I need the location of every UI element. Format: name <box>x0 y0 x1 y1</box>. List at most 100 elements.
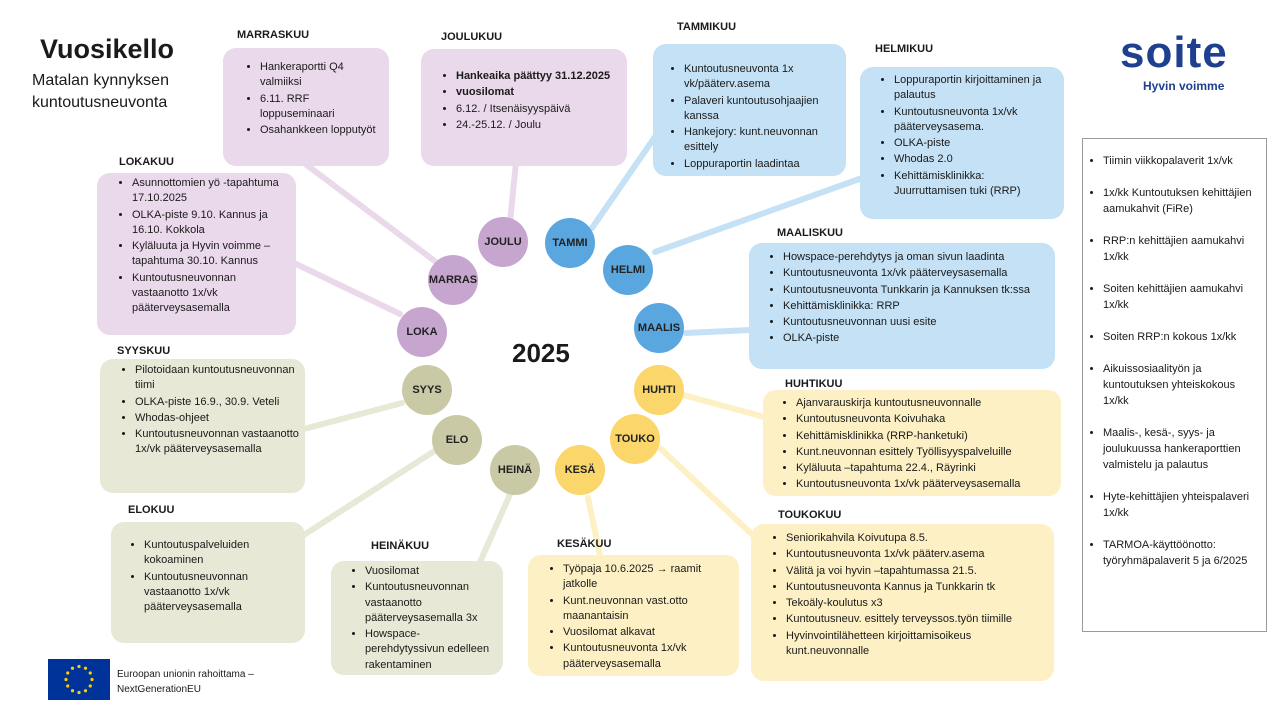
side-list-item: Hyte-kehittäjien yhteispalaveri 1x/kk <box>1103 489 1258 521</box>
box-marraskuu: Hankeraportti Q4 valmiiksi 6.11. RRF lop… <box>223 48 389 166</box>
box-lokakuu: Asunnottomien yö -tapahtuma 17.10.2025 O… <box>97 173 296 335</box>
circle-helmi: HELMI <box>603 245 653 295</box>
logo-tagline: Hyvin voimme <box>1143 79 1225 93</box>
eu-star <box>70 666 75 670</box>
circle-touko: TOUKO <box>610 414 660 464</box>
maaliskuu-item: Howspace-perehdytys ja oman sivun laadin… <box>783 250 1049 265</box>
connector-touko <box>657 445 761 543</box>
marraskuu-item: Hankeraportti Q4 valmiiksi <box>260 60 383 91</box>
lokakuu-item: Kyläluuta ja Hyvin voimme –tapahtuma 30.… <box>132 239 290 270</box>
kesakuu-item: Vuosilomat alkavat <box>563 625 733 640</box>
helmikuu-item: Kuntoutusneuvonta 1x/vk pääterveysasema. <box>894 105 1056 136</box>
heinakuu-item: Vuosilomat <box>365 564 499 579</box>
tammikuu-item: Hankejory: kunt.neuvonnan esittely <box>684 125 838 156</box>
label-tammikuu: TAMMIKUU <box>677 21 737 33</box>
eu-star <box>66 684 70 688</box>
elokuu-item: Kuntoutusneuvonnan vastaanotto 1x/vk pää… <box>144 570 299 616</box>
toukokuu-item: Kuntoutusneuvonta Kannus ja Tunkkarin tk <box>786 580 1048 595</box>
side-list-item: TARMOA-käyttöönotto: työryhmäpalaverit 5… <box>1103 537 1258 569</box>
joulukuu-item: 24.-25.12. / Joulu <box>456 118 621 133</box>
connector-heina <box>477 487 515 565</box>
maaliskuu-item: Kuntoutusneuvonnan uusi esite <box>783 315 1049 330</box>
box-syyskuu: Pilotoidaan kuntoutusneuvonnan tiimi OLK… <box>100 359 305 493</box>
eu-star <box>77 664 81 669</box>
side-list-item: RRP:n kehittäjien aamukahvi 1x/kk <box>1103 233 1258 265</box>
maaliskuu-item: Kuntoutusneuvonta Tunkkarin ja Kannuksen… <box>783 283 1049 298</box>
joulukuu-item: 6.12. / Itsenäisyyspäivä <box>456 102 621 117</box>
box-heinakuu: Vuosilomat Kuntoutusneuvonnan vastaanott… <box>331 561 503 675</box>
box-tammikuu: Kuntoutusneuvonta 1x vk/pääterv.asema Pa… <box>653 44 846 176</box>
toukokuu-item: Kuntoutusneuvonta 1x/vk pääterv.asema <box>786 547 1048 562</box>
circle-heina: HEINÄ <box>490 445 540 495</box>
label-toukokuu: TOUKOKUU <box>778 509 842 521</box>
connector-joulu <box>507 159 519 225</box>
side-list-item: Aikuissosiaalityön ja kuntoutuksen yhtei… <box>1103 361 1258 409</box>
box-huhtikuu: Ajanvarauskirja kuntoutusneuvonnalle Kun… <box>763 390 1061 496</box>
lokakuu-item: Asunnottomien yö -tapahtuma 17.10.2025 <box>132 176 290 207</box>
helmikuu-item: Loppuraportin kirjoittaminen ja palautus <box>894 73 1056 104</box>
box-elokuu: Kuntoutuspalveluiden kokoaminen Kuntoutu… <box>111 522 305 643</box>
connector-kesa <box>585 495 603 558</box>
connector-elo <box>293 447 439 543</box>
helmikuu-item: OLKA-piste <box>894 136 1056 151</box>
box-helmikuu: Loppuraportin kirjoittaminen ja palautus… <box>860 67 1064 219</box>
label-elokuu: ELOKUU <box>128 504 175 516</box>
side-list-item: Tiimin viikkopalaverit 1x/vk <box>1103 153 1258 169</box>
circle-kesa: KESÄ <box>555 445 605 495</box>
toukokuu-item: Hyvinvointilähetteen kirjoittamisoikeus … <box>786 629 1048 660</box>
label-maaliskuu: MAALISKUU <box>777 227 843 239</box>
syyskuu-item: OLKA-piste 16.9., 30.9. Veteli <box>135 395 299 410</box>
elokuu-item: Kuntoutuspalveluiden kokoaminen <box>144 538 299 569</box>
joulukuu-item: Hankeaika päättyy 31.12.2025 <box>456 69 621 84</box>
kesakuu-item: Kunt.neuvonnan vast.otto maanantaisin <box>563 594 733 625</box>
huhtikuu-item: Ajanvarauskirja kuntoutusneuvonnalle <box>796 396 1055 411</box>
eu-funding-text: Euroopan unionin rahoittama – NextGenera… <box>117 667 254 697</box>
toukokuu-item: Tekoäly-koulutus x3 <box>786 596 1048 611</box>
box-toukokuu: Seniorikahvila Koivutupa 8.5. Kuntoutusn… <box>751 524 1054 681</box>
syyskuu-item: Whodas-ohjeet <box>135 411 299 426</box>
eu-star <box>77 690 81 695</box>
label-joulukuu: JOULUKUU <box>441 31 503 43</box>
tammikuu-item: Palaveri kuntoutusohjaajien kanssa <box>684 94 838 125</box>
year-label: 2025 <box>512 338 570 368</box>
heinakuu-item: Kuntoutusneuvonnan vastaanotto päätervey… <box>365 580 499 626</box>
connector-marras <box>297 157 439 265</box>
box-joulukuu: Hankeaika päättyy 31.12.2025 vuosilomat … <box>421 49 627 166</box>
syyskuu-item: Pilotoidaan kuntoutusneuvonnan tiimi <box>135 363 299 394</box>
circle-syys: SYYS <box>402 365 452 415</box>
eu-star <box>90 677 94 682</box>
side-list-item: Soiten RRP:n kokous 1x/kk <box>1103 329 1258 345</box>
huhtikuu-item: Kyläluuta –tapahtuma 22.4., Räyrinki <box>796 461 1055 476</box>
connector-loka <box>289 259 403 317</box>
huhtikuu-item: Kuntoutusneuvonta Koivuhaka <box>796 412 1055 427</box>
eu-star <box>88 671 92 675</box>
syyskuu-item: Kuntoutusneuvonnan vastaanotto 1x/vk pää… <box>135 427 299 458</box>
joulukuu-item: vuosilomat <box>456 85 621 100</box>
eu-funding-line2: NextGenerationEU <box>117 684 201 695</box>
maaliskuu-item: OLKA-piste <box>783 331 1049 346</box>
maaliskuu-item: Kehittämisklinikka: RRP <box>783 299 1049 314</box>
eu-funding-line1: Euroopan unionin rahoittama – <box>117 669 254 680</box>
maaliskuu-item: Kuntoutusneuvonta 1x/vk pääterveysasemal… <box>783 266 1049 281</box>
kesakuu-item: Kuntoutusneuvonta 1x/vk pääterveysasemal… <box>563 641 733 672</box>
label-kesakuu: KESÄKUU <box>557 538 612 550</box>
soite-logo: soite <box>1120 28 1228 77</box>
circle-loka: LOKA <box>397 307 447 357</box>
huhtikuu-item: Kehittämisklinikka (RRP-hanketuki) <box>796 429 1055 444</box>
label-huhtikuu: HUHTIKUU <box>785 378 843 390</box>
eu-star <box>70 689 75 693</box>
eu-star <box>88 684 92 688</box>
huhtikuu-item: Kuntoutusneuvonta 1x/vk pääterveysasemal… <box>796 477 1055 492</box>
circle-maalis: MAALIS <box>634 303 684 353</box>
helmikuu-item: Whodas 2.0 <box>894 152 1056 167</box>
tammikuu-item: Kuntoutusneuvonta 1x vk/pääterv.asema <box>684 62 838 93</box>
label-syyskuu: SYYSKUU <box>117 345 171 357</box>
tammikuu-item: Loppuraportin laadintaa <box>684 157 838 172</box>
recurring-meetings-list: Tiimin viikkopalaverit 1x/vk 1x/kk Kunto… <box>1082 138 1267 632</box>
heinakuu-item: Howspace-perehdytyssivun edelleen rakent… <box>365 627 499 673</box>
circle-tammi: TAMMI <box>545 218 595 268</box>
box-maaliskuu: Howspace-perehdytys ja oman sivun laadin… <box>749 243 1055 369</box>
kesakuu-item: Työpaja 10.6.2025 → raamit jatkolle <box>563 562 733 593</box>
side-list-item: 1x/kk Kuntoutuksen kehittäjien aamukahvi… <box>1103 185 1258 217</box>
